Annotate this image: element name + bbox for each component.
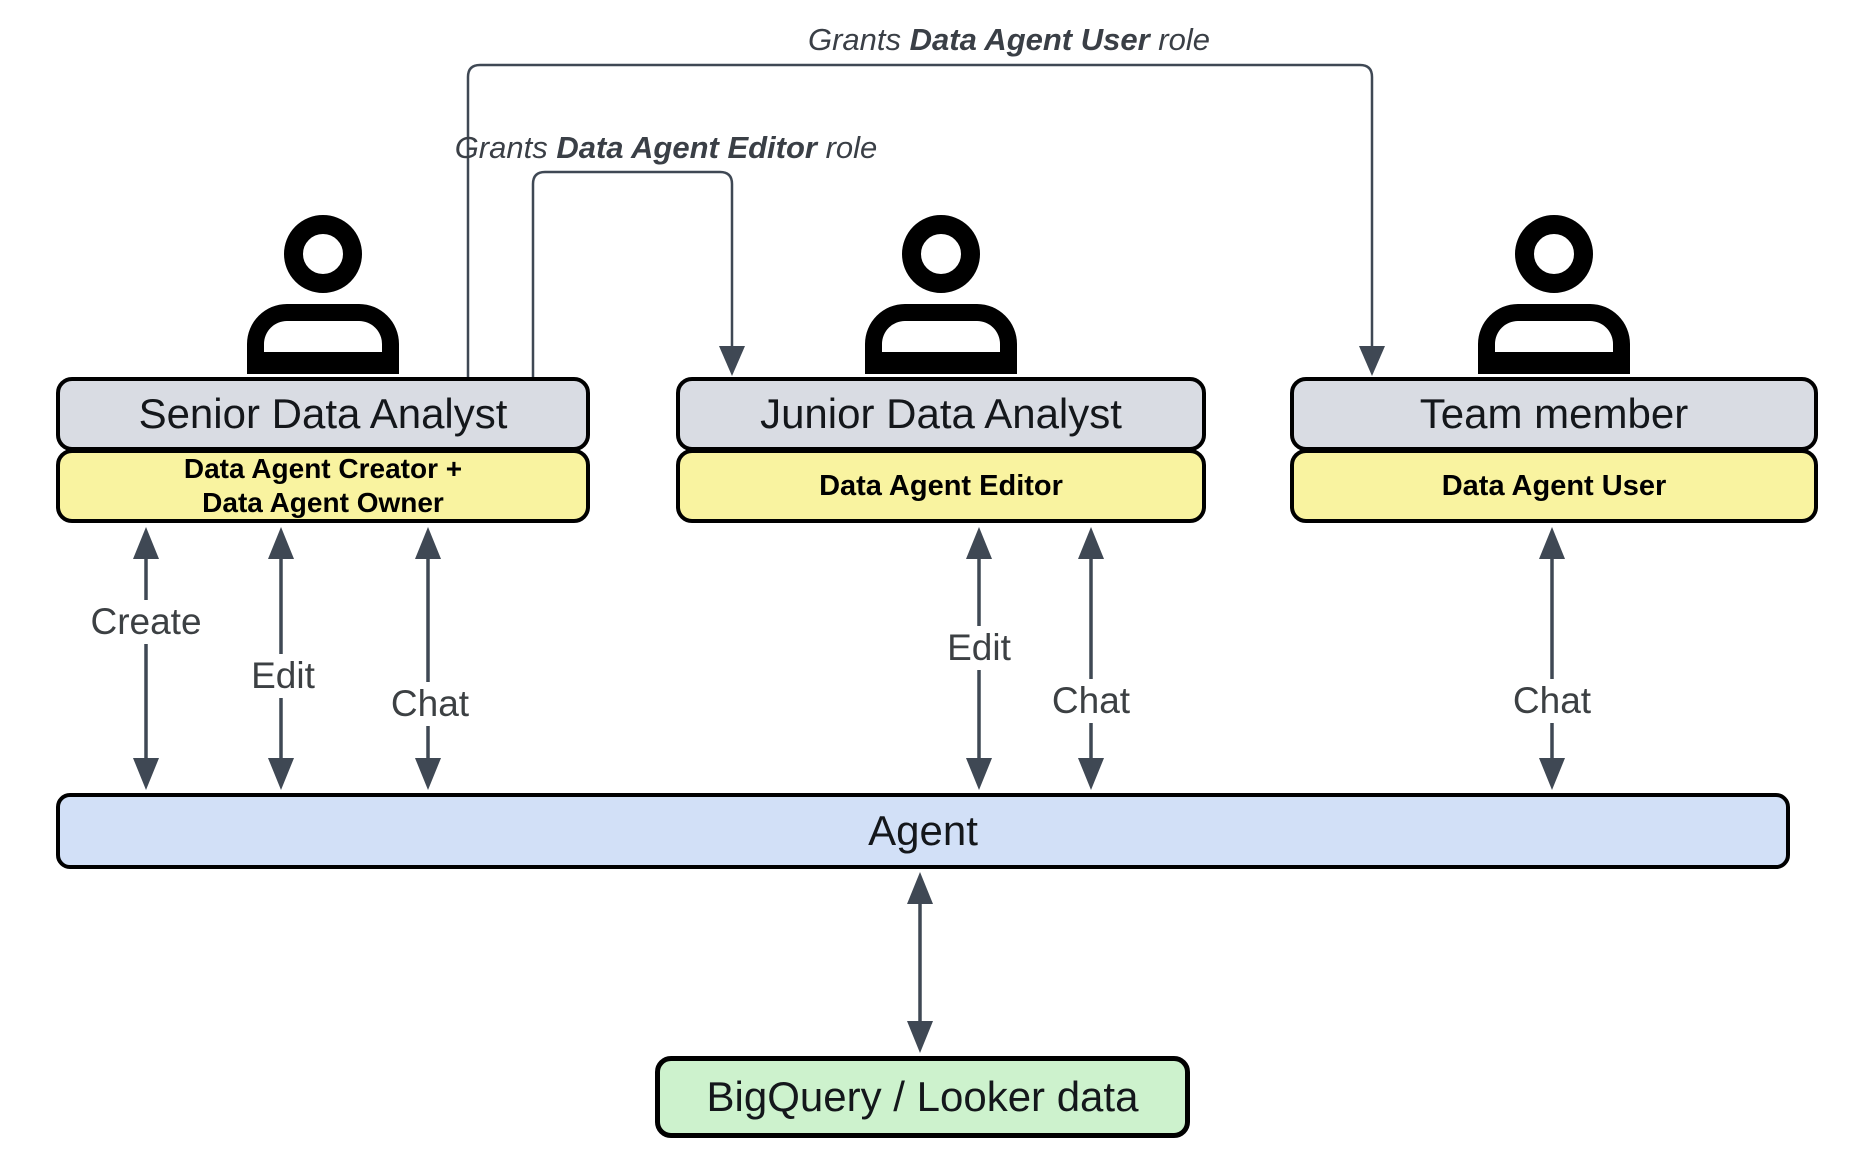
person-body-icon: [247, 304, 399, 374]
arrow-chat-junior: [1078, 527, 1104, 790]
annotation-grant-user-suffix: role: [1149, 22, 1210, 57]
annotation-grant-user: Grants Data Agent User role: [808, 22, 1210, 58]
arrow-create-senior: [133, 527, 159, 790]
datasource-box: BigQuery / Looker data: [655, 1056, 1190, 1138]
connector-grant-editor: [531, 170, 745, 379]
annotation-grant-editor-role: Data Agent Editor: [556, 130, 817, 165]
team-member-box: Team member: [1290, 377, 1818, 451]
person-head-icon: [902, 215, 980, 293]
agent-box: Agent: [56, 793, 1790, 869]
junior-analyst-box: Junior Data Analyst: [676, 377, 1206, 451]
senior-analyst-box: Senior Data Analyst: [56, 377, 590, 451]
senior-analyst-title: Senior Data Analyst: [138, 390, 508, 437]
senior-role-line2: Data Agent Owner: [202, 487, 444, 518]
person-head-icon: [1515, 215, 1593, 293]
person-icon-team: [1478, 215, 1630, 375]
connector-grant-user: [466, 63, 1385, 379]
arrow-chat-team: [1539, 527, 1565, 790]
arrow-agent-datasource: [907, 872, 933, 1053]
senior-role-line1: Data Agent Creator +: [183, 453, 463, 484]
label-create-senior: Create: [83, 600, 209, 644]
label-chat-team: Chat: [1505, 679, 1599, 723]
label-edit-junior: Edit: [940, 626, 1018, 670]
person-head-icon: [284, 215, 362, 293]
label-chat-junior: Chat: [1044, 679, 1138, 723]
person-body-icon: [865, 304, 1017, 374]
team-member-title: Team member: [1419, 390, 1689, 437]
team-role-box: Data Agent User: [1290, 449, 1818, 523]
person-icon-junior: [865, 215, 1017, 375]
senior-role-label: Data Agent Creator + Data Agent Owner: [184, 452, 462, 520]
annotation-grant-editor: Grants Data Agent Editor role: [455, 130, 878, 166]
junior-role-box: Data Agent Editor: [676, 449, 1206, 523]
annotation-grant-user-prefix: Grants: [808, 22, 910, 57]
label-edit-senior: Edit: [244, 654, 322, 698]
annotation-grant-editor-suffix: role: [816, 130, 878, 165]
junior-role-label: Data Agent Editor: [819, 470, 1063, 502]
person-body-icon: [1478, 304, 1630, 374]
annotation-grant-user-role: Data Agent User: [909, 22, 1150, 57]
senior-role-box: Data Agent Creator + Data Agent Owner: [56, 449, 590, 523]
junior-analyst-title: Junior Data Analyst: [760, 390, 1122, 437]
annotation-grant-editor-prefix: Grants: [454, 130, 557, 165]
datasource-label: BigQuery / Looker data: [706, 1073, 1139, 1120]
arrow-chat-senior: [415, 527, 441, 790]
agent-label: Agent: [868, 807, 978, 854]
team-role-label: Data Agent User: [1441, 470, 1667, 502]
label-chat-senior: Chat: [383, 682, 477, 726]
person-icon-senior: [247, 215, 399, 375]
